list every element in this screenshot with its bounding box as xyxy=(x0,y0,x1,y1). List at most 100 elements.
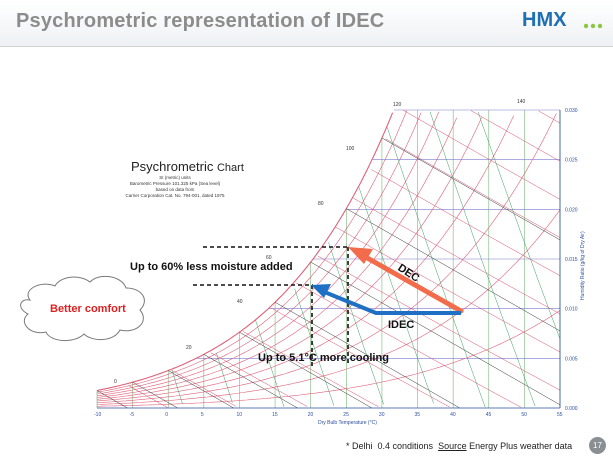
title-rule xyxy=(0,46,613,47)
rh-curve xyxy=(96,112,394,392)
enthalpy-tick-140: 140 xyxy=(517,99,526,105)
x-tick-label: 35 xyxy=(415,412,421,418)
idec-arrow xyxy=(311,284,461,315)
enthalpy-line xyxy=(371,169,561,276)
x-tick-label: 20 xyxy=(308,412,314,418)
enthalpy-line xyxy=(296,282,521,408)
enthalpy-tick-120: 120 xyxy=(393,102,402,108)
x-tick-label: 25 xyxy=(343,412,349,418)
wet-bulb-line xyxy=(239,331,372,409)
hmx-logo: HMX xyxy=(522,9,567,31)
enthalpy-scale-numbers: 120 100 80 60 40 20 0 140 xyxy=(114,99,526,385)
wet-bulb-line xyxy=(381,137,561,241)
x-tick-label: 45 xyxy=(486,412,492,418)
chart-subtitle-line: based on data from xyxy=(155,187,195,192)
footnote-prefix: * Delhi 0.4 conditions xyxy=(346,441,439,451)
enthalpy-tick-20: 20 xyxy=(186,345,192,351)
chart-subtitle-line: Barometric Pressure 101.325 kPa (Sea lev… xyxy=(129,181,221,186)
y-tick-labels: 0.000 0.005 0.010 0.015 0.020 0.025 0.030 xyxy=(565,108,578,412)
x-axis-label: Dry Bulb Temperature (°C) xyxy=(318,420,377,426)
enthalpy-tick-60: 60 xyxy=(266,255,272,261)
specific-volume-line xyxy=(171,369,183,404)
rh-curve xyxy=(96,209,561,405)
cooling-annotation: Up to 5.1°C more cooling xyxy=(258,352,389,364)
rh-curve xyxy=(96,310,561,407)
chart-subtitle: SI (metric) units Barometric Pressure 10… xyxy=(120,175,230,199)
enthalpy-line xyxy=(403,110,561,200)
chart-title-sub: Chart xyxy=(216,162,244,174)
rh-curve xyxy=(96,111,440,397)
relative-humidity-curves xyxy=(96,110,561,407)
idec-label: IDEC xyxy=(388,319,415,331)
enthalpy-line xyxy=(470,110,561,162)
chart-subtitle-line: Carrier Corporation Cat. No. 794-001, da… xyxy=(125,193,225,198)
footnote-source: Source xyxy=(438,441,467,451)
enthalpy-line xyxy=(385,138,561,238)
enthalpy-line xyxy=(242,331,379,407)
footnote-suffix: Energy Plus weather data xyxy=(466,441,573,451)
wet-bulb-line xyxy=(168,370,234,409)
slide-title: Psychrometric representation of IDEC xyxy=(16,10,385,32)
wet-bulb-line xyxy=(132,381,178,409)
enthalpy-lines xyxy=(128,110,561,409)
specific-volume-line xyxy=(477,112,561,340)
idec-arrow-shaft xyxy=(321,289,461,315)
y-tick-label: 0.020 xyxy=(565,207,578,213)
enthalpy-tick-0: 0 xyxy=(114,379,117,385)
idec-arrowhead xyxy=(311,284,331,298)
wet-bulb-line xyxy=(310,261,561,406)
footnote: * Delhi 0.4 conditions Source Energy Plu… xyxy=(346,441,572,451)
rh-curve xyxy=(96,117,457,398)
x-tick-label: 5 xyxy=(201,412,204,418)
enthalpy-tick-40: 40 xyxy=(237,299,243,305)
specific-volume-line xyxy=(387,127,486,408)
x-tick-label: 15 xyxy=(272,412,278,418)
title-bar xyxy=(0,0,613,46)
enthalpy-line xyxy=(171,370,237,407)
enthalpy-line xyxy=(538,110,561,124)
y-tick-label: 0.005 xyxy=(565,356,578,362)
specific-volume-line xyxy=(255,320,285,407)
x-tick-label: 0 xyxy=(165,412,168,418)
specific-volume-line xyxy=(328,242,384,405)
rh-curve xyxy=(96,112,422,395)
dec-arrowhead xyxy=(348,247,373,264)
y-tick-label: 0.010 xyxy=(565,307,578,313)
x-tick-label: 55 xyxy=(557,412,563,418)
y-tick-label: 0.015 xyxy=(565,257,578,263)
enthalpy-line xyxy=(271,307,450,408)
enthalpy-line xyxy=(335,226,561,353)
specific-volume-line xyxy=(429,111,536,407)
enthalpy-line xyxy=(210,352,308,407)
better-comfort-cloud xyxy=(20,275,145,341)
x-tick-label: 40 xyxy=(450,412,456,418)
logo-dots-icon xyxy=(583,23,603,29)
specific-volume-lines xyxy=(171,111,561,408)
enthalpy-line xyxy=(353,197,561,315)
better-comfort-text: Better comfort xyxy=(50,303,126,315)
chart-title-main: Psychrometric xyxy=(131,159,214,174)
enthalpy-line xyxy=(317,255,561,391)
wet-bulb-line xyxy=(346,208,561,332)
chart-subtitle-line: SI (metric) units xyxy=(159,175,191,180)
x-tick-label: -5 xyxy=(130,412,135,418)
moisture-annotation: Up to 60% less moisture added xyxy=(130,261,293,273)
specific-volume-line xyxy=(294,288,335,406)
enthalpy-line xyxy=(128,385,169,409)
dec-arrow-shaft xyxy=(359,252,464,314)
y-tick-label: 0.000 xyxy=(565,406,578,412)
y-axis-label: Humidity Ratio (g/kg of Dry Air) xyxy=(580,231,586,300)
rh-curve xyxy=(96,117,482,400)
x-tick-label: 50 xyxy=(521,412,527,418)
wet-bulb-line xyxy=(96,390,128,409)
chart-title: Psychrometric Chart xyxy=(131,159,244,174)
y-tick-label: 0.030 xyxy=(565,108,578,114)
enthalpy-tick-80: 80 xyxy=(318,201,324,207)
reference-dashed-lines xyxy=(193,246,349,366)
y-tick-label: 0.025 xyxy=(565,158,578,164)
rh-curve xyxy=(96,110,408,393)
enthalpy-tick-100: 100 xyxy=(346,146,355,152)
x-tick-label: 10 xyxy=(236,412,242,418)
